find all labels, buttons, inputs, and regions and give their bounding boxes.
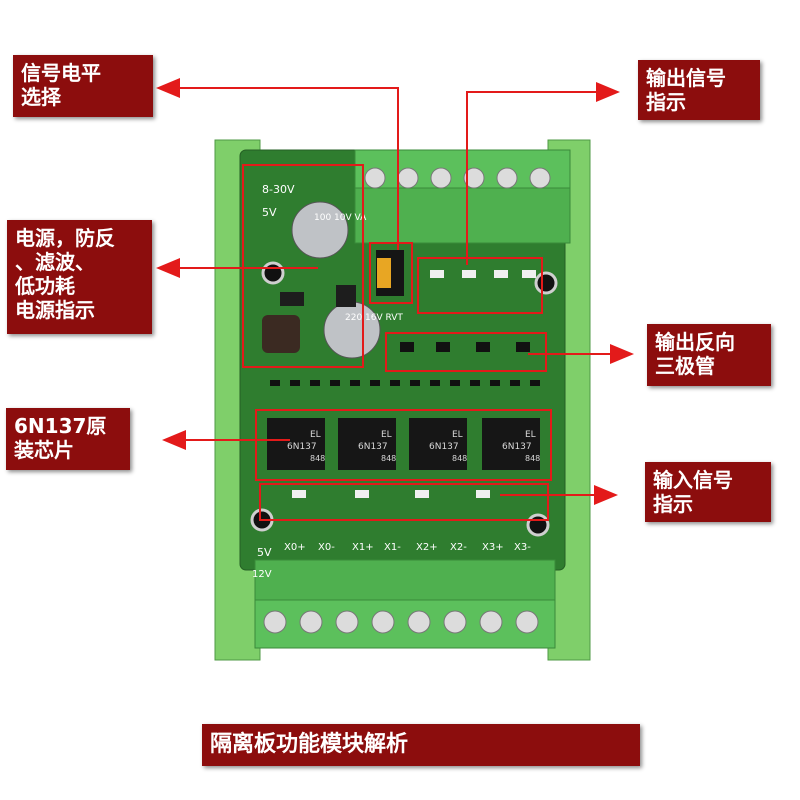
input-level-5v-silkscreen: 5V [257,546,272,559]
svg-text:X0-: X0- [318,542,335,553]
bottom-terminal-block [254,559,556,649]
regulator [336,285,356,307]
label-signal-level: 信号电平 选择 [13,55,153,117]
label-power: 电源，防反 、滤波、 低功耗 电源指示 [7,220,152,334]
optocoupler-chips [267,418,540,470]
caption: 隔离板功能模块解析 [202,724,640,766]
mount-hole [534,271,558,295]
label-chip: 6N137原 装芯片 [6,408,130,470]
resistor-row [270,380,540,386]
input-leds [292,490,490,498]
output-led-box [417,257,543,314]
chip-brand: EL [525,430,536,440]
chip-code: 848 [525,454,540,463]
jumper-cap [377,258,391,288]
mount-hole [261,261,285,285]
svg-text:X1+: X1+ [352,542,374,553]
chip-code: 848 [452,454,467,463]
callout-arrows [156,78,634,505]
output-transistors [400,342,530,352]
svg-text:X0+: X0+ [284,542,306,553]
diode [280,292,304,306]
svg-text:X3+: X3+ [482,542,504,553]
chip-model: 6N137 [358,442,388,452]
power-section-box [242,164,364,368]
chip-brand: EL [452,430,463,440]
svg-text:X2+: X2+ [416,542,438,553]
chip-box [255,409,552,481]
svg-text:X2-: X2- [450,542,467,553]
label-output-transistor: 输出反向 三极管 [647,324,771,386]
capacitor-top [291,201,349,259]
input-led-box [259,483,549,521]
chip-code: 848 [310,454,325,463]
capacitor-bottom-marking: 220 16V RVT [345,313,403,323]
svg-text:X3-: X3- [514,542,531,553]
chip-model: 6N137 [287,442,317,452]
top-terminal-block [354,149,571,244]
chip-code: 848 [381,454,396,463]
svg-text:X1-: X1- [384,542,401,553]
inductor [262,315,300,353]
level-5v-silkscreen: 5V [262,206,277,219]
input-pin-labels: X0+ X0- X1+ X1- X2+ X2- X3+ X3- [284,542,531,553]
label-input-indicator: 输入信号 指示 [645,462,771,522]
chip-brand: EL [381,430,392,440]
input-level-12v-silkscreen: 12V [252,569,272,580]
chip-brand: EL [310,430,321,440]
highlight-boxes [242,164,552,521]
label-output-indicator: 输出信号 指示 [638,60,760,120]
chip-model: 6N137 [502,442,532,452]
voltage-range-silkscreen: 8-30V [262,183,295,196]
output-leds [430,270,536,278]
capacitor-bottom [323,301,381,359]
chip-model: 6N137 [429,442,459,452]
jumper-box [369,242,413,304]
transistor-box [385,332,547,372]
mount-hole [526,513,550,537]
capacitor-top-marking: 100 10V VA [314,213,367,223]
